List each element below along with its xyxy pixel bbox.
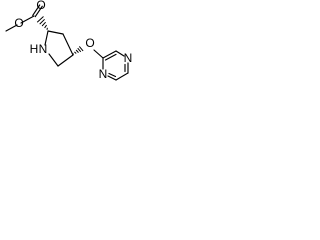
pyrrolidine-nitrogen-label: N bbox=[39, 42, 48, 56]
bond-c2-n1 bbox=[44, 30, 49, 46]
ether-oxygen-label: O bbox=[85, 36, 94, 50]
pyrazine-nitrogen-1-label: N bbox=[99, 67, 108, 81]
bond-pyrazine-c2-c3-inner bbox=[104, 53, 117, 61]
bond-ester-oxygen-carbonyl-carbon bbox=[20, 15, 35, 24]
bond-hashed-stereocenter-carbonyl bbox=[36, 16, 48, 30]
bond-methyl-ester-oxygen bbox=[5, 24, 18, 32]
bond-carbonyl-double-inner bbox=[34, 5, 43, 18]
bond-pyrazine-c2-c3 bbox=[102, 50, 117, 59]
bond-c3-c2 bbox=[47, 30, 64, 35]
bond-c4-c3 bbox=[62, 33, 74, 56]
pyrazine-nitrogen-2-label: N bbox=[124, 51, 133, 65]
bond-ether-oxygen-pyrazine bbox=[93, 49, 104, 59]
bond-pyrazine-c6-n1 bbox=[107, 75, 117, 81]
bond-pyrazine-c6-n1-inner bbox=[108, 72, 117, 78]
atom-labels: O O N H O N N bbox=[14, 0, 132, 81]
bond-lines bbox=[5, 4, 129, 81]
chemical-structure-diagram: O O N H O N N bbox=[5, 0, 132, 81]
ester-oxygen-label: O bbox=[14, 16, 23, 30]
bond-n1-c5 bbox=[48, 53, 59, 67]
bond-c5-c4 bbox=[57, 54, 74, 67]
bond-pyrazine-c5-c6 bbox=[115, 72, 129, 81]
pyrrolidine-nitrogen-hydrogen-label: H bbox=[30, 42, 39, 56]
bond-hashed-c4-ether-oxygen bbox=[72, 46, 84, 55]
carbonyl-oxygen-label: O bbox=[36, 0, 45, 12]
bond-carbonyl-double-outer bbox=[32, 4, 41, 16]
bond-pyrazine-c3-n4 bbox=[115, 50, 125, 57]
